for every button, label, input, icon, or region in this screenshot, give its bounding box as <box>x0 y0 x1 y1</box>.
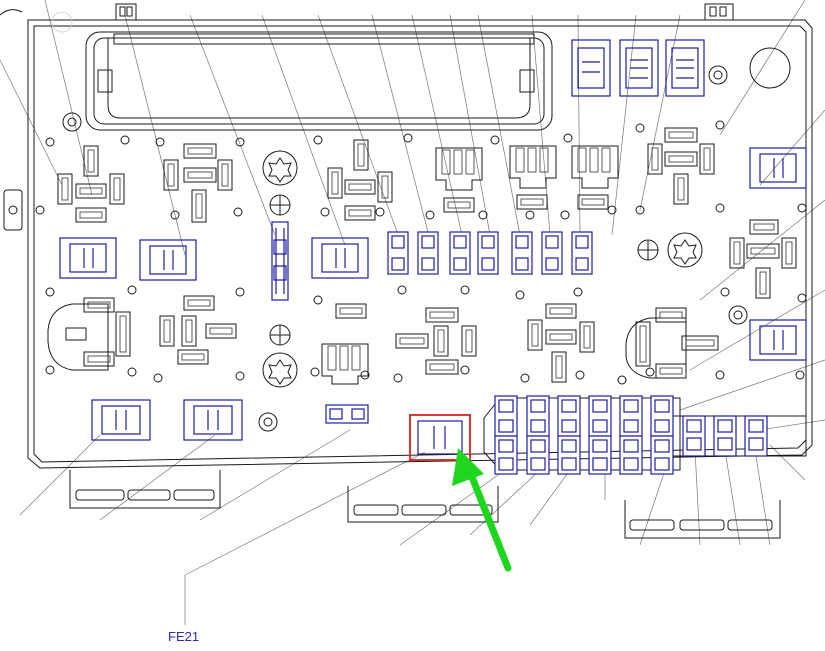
green-pointer-arrow-icon <box>452 448 512 572</box>
fe21-fuse-holder[interactable] <box>409 414 471 461</box>
mini-fuse-block-bottom <box>483 395 807 475</box>
maxi-fuse-holders <box>59 39 807 441</box>
fuse-box-housing <box>0 3 813 469</box>
relay-sockets <box>47 127 797 385</box>
mounting-tabs <box>69 470 781 539</box>
screw-heads <box>62 47 791 432</box>
fe21-callout-label: FE21 <box>168 629 200 644</box>
upper-relay-panel <box>85 31 553 131</box>
mounting-holes <box>35 120 807 385</box>
mini-fuse-row-top <box>271 221 593 424</box>
fe21-highlight-box <box>409 414 471 461</box>
